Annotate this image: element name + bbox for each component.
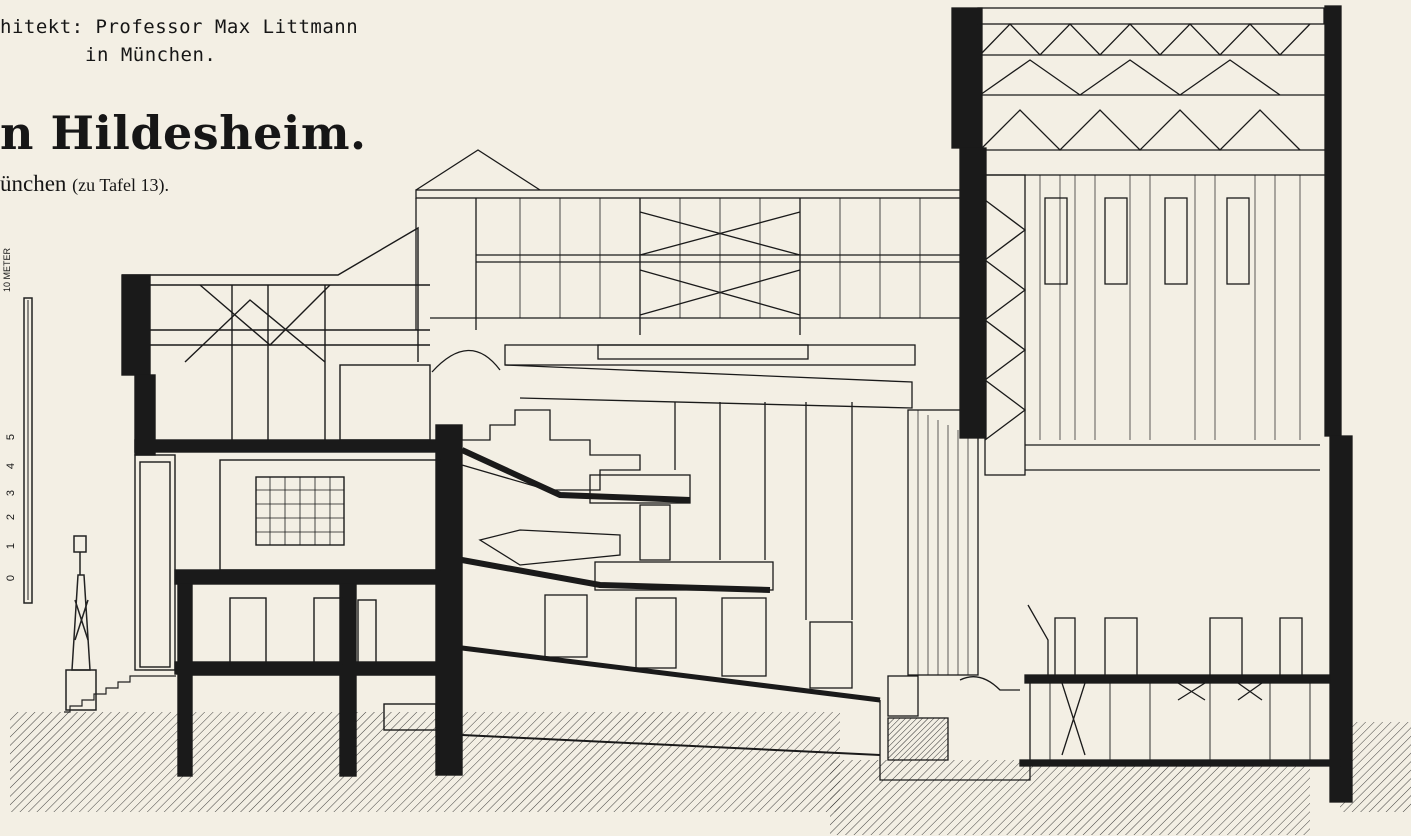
auditorium-section (431, 344, 1031, 781)
plate-reference: (zu Tafel 13). (72, 175, 170, 195)
ground-hatching (10, 712, 1411, 835)
street-lamp (65, 535, 97, 711)
architect-caption: hitekt: Professor Max Littmann (0, 16, 359, 38)
auditorium-roof (415, 149, 965, 335)
entrance-steps (64, 675, 176, 713)
scale-bar (23, 297, 33, 604)
drawing-title: n Hildesheim. (0, 106, 367, 160)
foyer-section (121, 226, 463, 777)
architect-city-caption: in München. (85, 44, 217, 66)
subtitle-main: ünchen (0, 171, 67, 196)
stage-tower (951, 5, 1353, 803)
drawing-subtitle: ünchen (zu Tafel 13). (0, 171, 169, 197)
